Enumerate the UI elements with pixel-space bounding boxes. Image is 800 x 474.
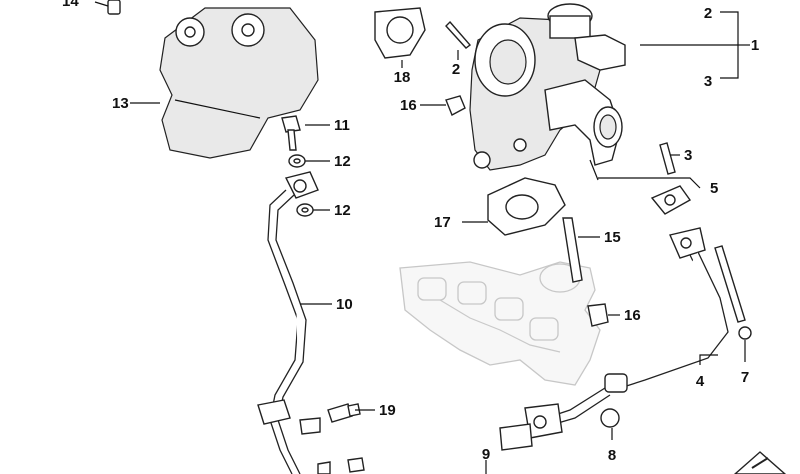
callout-9: 9 bbox=[482, 446, 490, 463]
callout-2-stud: 2 bbox=[452, 61, 460, 78]
stud-2 bbox=[445, 20, 472, 49]
bolt-19 bbox=[327, 403, 361, 423]
callout-19: 19 bbox=[379, 402, 396, 419]
stud-15 bbox=[562, 217, 583, 283]
corner-logo-icon bbox=[733, 451, 787, 474]
callout-11: 11 bbox=[334, 117, 350, 134]
callout-8: 8 bbox=[608, 447, 616, 464]
callout-7: 7 bbox=[741, 369, 749, 386]
callout-3-top: 3 bbox=[704, 73, 712, 90]
callout-2-top: 2 bbox=[704, 5, 712, 22]
callout-14: 14 bbox=[62, 0, 79, 10]
callout-16-lower: 16 bbox=[624, 307, 641, 324]
washer-12-upper bbox=[288, 154, 306, 168]
oil-feed-pipe bbox=[257, 171, 321, 474]
bolt-lower bbox=[317, 457, 365, 474]
washer-12-lower bbox=[296, 203, 314, 217]
callout-10: 10 bbox=[336, 296, 353, 313]
callout-12-upper: 12 bbox=[334, 153, 351, 170]
callout-4: 4 bbox=[696, 373, 705, 390]
callout-15: 15 bbox=[604, 229, 621, 246]
callout-1: 1 bbox=[751, 37, 759, 54]
callout-17: 17 bbox=[434, 214, 451, 231]
bolt-14 bbox=[107, 0, 121, 15]
callout-13: 13 bbox=[112, 95, 129, 112]
banjo-8 bbox=[600, 408, 620, 428]
callout-3-stud: 3 bbox=[684, 147, 692, 164]
gasket-18 bbox=[374, 7, 426, 59]
callout-5: 5 bbox=[710, 180, 718, 197]
nut-16-lower bbox=[587, 303, 609, 327]
gasket-17 bbox=[487, 177, 566, 236]
stud-3 bbox=[659, 142, 676, 175]
gasket-5 bbox=[650, 185, 692, 215]
callout-18: 18 bbox=[394, 69, 411, 86]
callout-labels: 14 13 11 12 12 10 19 18 2 16 17 15 16 3 … bbox=[62, 0, 759, 464]
bolt-11 bbox=[281, 115, 301, 151]
bolt-7 bbox=[714, 245, 752, 340]
nut-16-upper bbox=[445, 95, 466, 116]
callout-16-upper: 16 bbox=[400, 97, 417, 114]
exhaust-manifold-ghost bbox=[399, 261, 601, 386]
turbocharger bbox=[469, 3, 626, 181]
callout-12-lower: 12 bbox=[334, 202, 351, 219]
leader-lines bbox=[94, 1, 750, 474]
heat-shield bbox=[159, 7, 319, 159]
